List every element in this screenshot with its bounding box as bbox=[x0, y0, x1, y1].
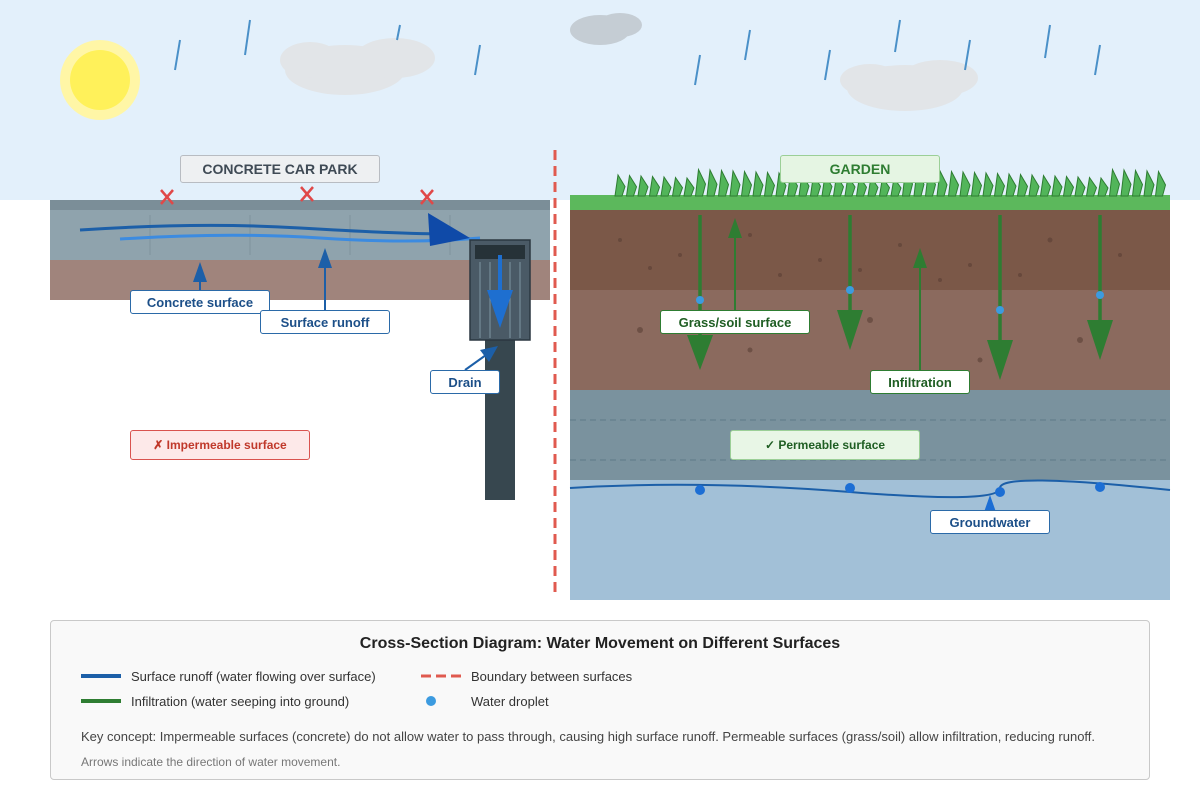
sun-icon bbox=[60, 40, 140, 120]
legend-title: Cross-Section Diagram: Water Movement on… bbox=[359, 635, 841, 652]
grass-blade bbox=[648, 175, 661, 197]
grass-blade bbox=[993, 171, 1006, 197]
drain-arrow-head bbox=[487, 290, 513, 328]
infiltration-arrow bbox=[837, 215, 863, 350]
grass-blade bbox=[740, 169, 753, 197]
grass-strip bbox=[570, 195, 1170, 210]
grass-blade bbox=[1028, 173, 1040, 197]
grass-blade bbox=[959, 170, 971, 197]
grass-blade bbox=[671, 176, 684, 197]
cloud-icon bbox=[570, 13, 642, 45]
legend-label: Boundary between surfaces bbox=[471, 668, 633, 684]
surface-runoff-label: Surface runoff bbox=[260, 310, 390, 334]
grass-blade bbox=[706, 168, 718, 197]
grass-blade bbox=[660, 175, 672, 197]
infiltration-arrow bbox=[1087, 215, 1113, 360]
cloud-icon bbox=[280, 38, 435, 95]
grass-blade bbox=[614, 173, 626, 197]
grass-blade bbox=[1154, 169, 1167, 197]
infiltration-arrow bbox=[987, 215, 1013, 380]
blocked-icon bbox=[160, 189, 174, 205]
groundwater-label: Groundwater bbox=[930, 510, 1050, 534]
permeable-badge: ✓ Permeable surface bbox=[730, 430, 920, 460]
grass-blade bbox=[1062, 175, 1075, 197]
grass-blade bbox=[729, 169, 741, 197]
green-line-icon bbox=[81, 699, 121, 703]
blocked-icon bbox=[420, 189, 434, 205]
garden-title: GARDEN bbox=[780, 155, 940, 183]
topsoil bbox=[570, 210, 1170, 290]
key-concept-text: Key concept: Impermeable surfaces (concr… bbox=[81, 729, 1096, 744]
legend: Cross-Section Diagram: Water Movement on… bbox=[50, 620, 1150, 780]
grass-blade bbox=[947, 169, 960, 197]
drain-label: Drain bbox=[430, 370, 500, 394]
grass-soil-label: Grass/soil surface bbox=[660, 310, 810, 334]
grass-blade bbox=[1051, 174, 1063, 197]
legend-item-infiltration: Infiltration (water seeping into ground) bbox=[81, 691, 349, 711]
legend-label: Surface runoff (water flowing over surfa… bbox=[131, 668, 376, 684]
concrete-surface-label: Concrete surface bbox=[130, 290, 270, 314]
water-table-line bbox=[569, 479, 1171, 499]
grass-blade bbox=[752, 170, 764, 197]
grass-blade bbox=[775, 171, 787, 197]
infiltration-label: Infiltration bbox=[870, 370, 970, 394]
groundwater-zone bbox=[570, 480, 1170, 600]
water-droplet bbox=[696, 286, 1104, 314]
grass-blade bbox=[970, 170, 983, 197]
impermeable-badge: ✗ Impermeable surface bbox=[130, 430, 310, 460]
grass-blade bbox=[982, 171, 994, 197]
soil-particles bbox=[618, 233, 1122, 363]
grass-blade bbox=[1074, 175, 1086, 197]
cloud-icon bbox=[840, 60, 978, 111]
blocked-icon bbox=[300, 186, 314, 202]
grass-blade bbox=[683, 176, 695, 197]
grass-blade bbox=[1097, 176, 1109, 197]
grass-blade bbox=[1039, 174, 1052, 197]
grass-blade bbox=[1143, 169, 1155, 197]
groundwater-droplet bbox=[695, 482, 1105, 497]
grass-blade bbox=[1108, 167, 1121, 197]
runoff-flow-line bbox=[79, 223, 456, 236]
grass-blade bbox=[694, 167, 707, 197]
legend-label: Water droplet bbox=[471, 693, 549, 709]
drain-pipe bbox=[485, 340, 515, 500]
grass-blade bbox=[1085, 176, 1098, 197]
car-park-title: CONCRETE CAR PARK bbox=[180, 155, 380, 183]
runoff-arrow-head bbox=[428, 213, 470, 246]
grass-blade bbox=[1131, 168, 1144, 197]
legend-label: Infiltration (water seeping into ground) bbox=[131, 693, 350, 709]
grass-blade bbox=[717, 168, 730, 197]
legend-item-boundary: Boundary between surfaces bbox=[421, 666, 632, 686]
legend-item-droplet: Water droplet bbox=[421, 691, 549, 711]
rain-drops bbox=[174, 19, 1101, 86]
legend-item-runoff: Surface runoff (water flowing over surfa… bbox=[81, 666, 376, 686]
grass-blade bbox=[1120, 168, 1132, 197]
grass-blade bbox=[1005, 172, 1017, 197]
grass-blade bbox=[637, 174, 649, 197]
blue-line-icon bbox=[81, 674, 121, 678]
grass-blade bbox=[625, 174, 638, 197]
blue-dot-icon bbox=[426, 696, 436, 706]
arrows-note: Arrows indicate the direction of water m… bbox=[81, 755, 341, 769]
red-dashed-line-icon bbox=[421, 674, 461, 678]
grass-blade bbox=[763, 170, 776, 197]
grass-blade bbox=[1016, 173, 1029, 197]
